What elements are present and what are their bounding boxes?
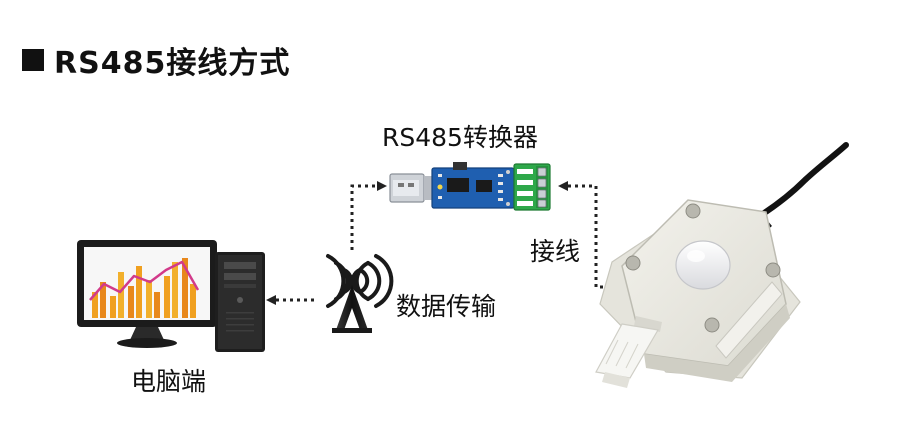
converter-terminal-block <box>513 163 551 211</box>
antenna-icon <box>326 254 394 333</box>
pc-tower <box>215 252 265 352</box>
computer-icon <box>77 240 265 352</box>
sensor-dome <box>675 240 731 290</box>
computer-label: 电脑端 <box>131 367 207 396</box>
connection-lines <box>266 181 610 305</box>
usb-plug-icon <box>389 173 434 203</box>
title-text: RS485接线方式 <box>54 46 291 81</box>
sensor-cable <box>747 142 849 225</box>
rs485-converter <box>389 162 551 211</box>
diagram-title: RS485接线方式 <box>22 38 290 82</box>
sensor-probe <box>595 316 662 388</box>
antenna-to-converter-line <box>350 181 387 250</box>
sensor-screws <box>625 203 781 333</box>
wiring-label: 接线 <box>530 237 581 266</box>
converter-label: RS485转换器 <box>382 123 538 152</box>
title-square-icon <box>22 49 44 71</box>
transmission-label: 数据传输 <box>396 292 497 321</box>
screen-chart-bars <box>92 258 196 318</box>
sensor-to-converter-line <box>558 181 610 289</box>
sensor-icon <box>595 142 849 388</box>
screen-chart-line <box>89 260 200 301</box>
